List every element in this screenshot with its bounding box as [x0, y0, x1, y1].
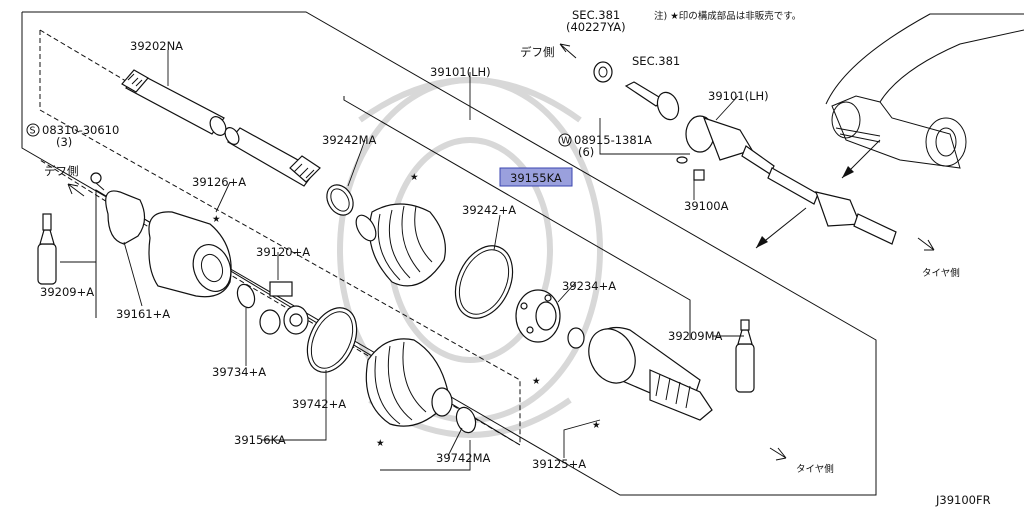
- label-39161A[interactable]: 39161+A: [116, 307, 170, 321]
- label-39125A[interactable]: 39125+A: [532, 457, 586, 471]
- label-39202NA[interactable]: 39202NA: [130, 39, 183, 53]
- symbol-washer-W: W: [558, 133, 572, 147]
- car-illustration: [825, 13, 1024, 169]
- snap-ring-39734A[interactable]: [234, 282, 257, 310]
- frame-main: [21, 11, 877, 496]
- selected-part-highlight: [499, 167, 573, 187]
- spider-39120A[interactable]: [259, 281, 309, 335]
- diff-arrow-upper: [559, 43, 577, 59]
- star-marker: ★: [592, 420, 601, 431]
- label-39101LH-main[interactable]: 39101(LH): [430, 65, 491, 79]
- label-08310-30610[interactable]: 08310-30610: [42, 123, 119, 137]
- band-39242A[interactable]: [444, 237, 523, 328]
- cage-39234A[interactable]: [515, 289, 585, 349]
- flange-sec381[interactable]: [624, 81, 682, 123]
- star-marker: ★: [410, 172, 419, 183]
- label-39742MA[interactable]: 39742MA: [436, 451, 491, 465]
- label-08915-qty: (6): [578, 145, 594, 159]
- star-marker: ★: [376, 438, 385, 449]
- frame-shaft-dashed: [39, 30, 521, 446]
- label-08310-qty: (3): [56, 135, 72, 149]
- label-diff-side-left: デフ側: [44, 164, 79, 178]
- nut-39100A[interactable]: [693, 169, 705, 181]
- bolt-08310-30610[interactable]: [90, 172, 105, 191]
- note-text: 注) ★印の構成部品は非販売です。: [654, 10, 801, 22]
- seal-40227YA[interactable]: [593, 61, 613, 83]
- label-39155KA[interactable]: 39155KA: [510, 171, 562, 185]
- label-sec381-a-sub: (40227YA): [566, 20, 626, 34]
- label-39209A[interactable]: 39209+A: [40, 285, 94, 299]
- boot-lower[interactable]: [365, 338, 453, 427]
- label-39734A[interactable]: 39734+A: [212, 365, 266, 379]
- cover-39161A[interactable]: [105, 190, 146, 245]
- tire-arrow-lower: [769, 447, 787, 461]
- star-marker: ★: [212, 214, 221, 225]
- label-08915-1381A[interactable]: 08915-1381A: [574, 133, 652, 147]
- shaft-39202NA[interactable]: [121, 69, 321, 187]
- tire-arrow-upper: [917, 237, 935, 251]
- clamp-39242MA[interactable]: [322, 180, 359, 220]
- label-39242MA[interactable]: 39242MA: [322, 133, 377, 147]
- boot-upper[interactable]: [352, 203, 446, 287]
- label-39242A[interactable]: 39242+A: [462, 203, 516, 217]
- label-sec381-a[interactable]: SEC.381: [572, 8, 620, 22]
- label-39120A[interactable]: 39120+A: [256, 245, 310, 259]
- label-39742A[interactable]: 39742+A: [292, 397, 346, 411]
- label-39209MA[interactable]: 39209MA: [668, 329, 723, 343]
- label-diff-side-upper: デフ側: [520, 45, 555, 59]
- clamp-39742MA[interactable]: [453, 405, 479, 436]
- housing-39126A[interactable]: [148, 211, 237, 298]
- symbol-bolt-S: S: [26, 123, 40, 137]
- leader-lines: [60, 50, 744, 471]
- washer-08915[interactable]: [676, 156, 688, 164]
- label-tire-side-upper: タイヤ側: [922, 267, 960, 279]
- grease-tube-39209MA[interactable]: [735, 319, 755, 393]
- label-39234A[interactable]: 39234+A: [562, 279, 616, 293]
- driveshaft-39101LH[interactable]: [685, 115, 897, 245]
- label-39156KA[interactable]: 39156KA: [234, 433, 286, 447]
- frame-joint-right: [343, 96, 691, 340]
- label-sec381-b[interactable]: SEC.381: [632, 54, 680, 68]
- band-39742A[interactable]: [298, 300, 367, 380]
- label-tire-side-lower: タイヤ側: [796, 463, 834, 475]
- diagram-id: J39100FR: [935, 493, 991, 507]
- svg-text:S: S: [30, 126, 36, 137]
- grease-tube-39209A[interactable]: [37, 213, 57, 285]
- label-39126A[interactable]: 39126+A: [192, 175, 246, 189]
- label-39101LH-car[interactable]: 39101(LH): [708, 89, 769, 103]
- svg-text:W: W: [561, 136, 571, 147]
- label-39100A[interactable]: 39100A: [684, 199, 729, 213]
- diff-arrow-left: [67, 183, 85, 197]
- outer-joint-39125A[interactable]: [580, 321, 713, 421]
- direction-arrows: [755, 139, 881, 249]
- star-marker: ★: [532, 376, 541, 387]
